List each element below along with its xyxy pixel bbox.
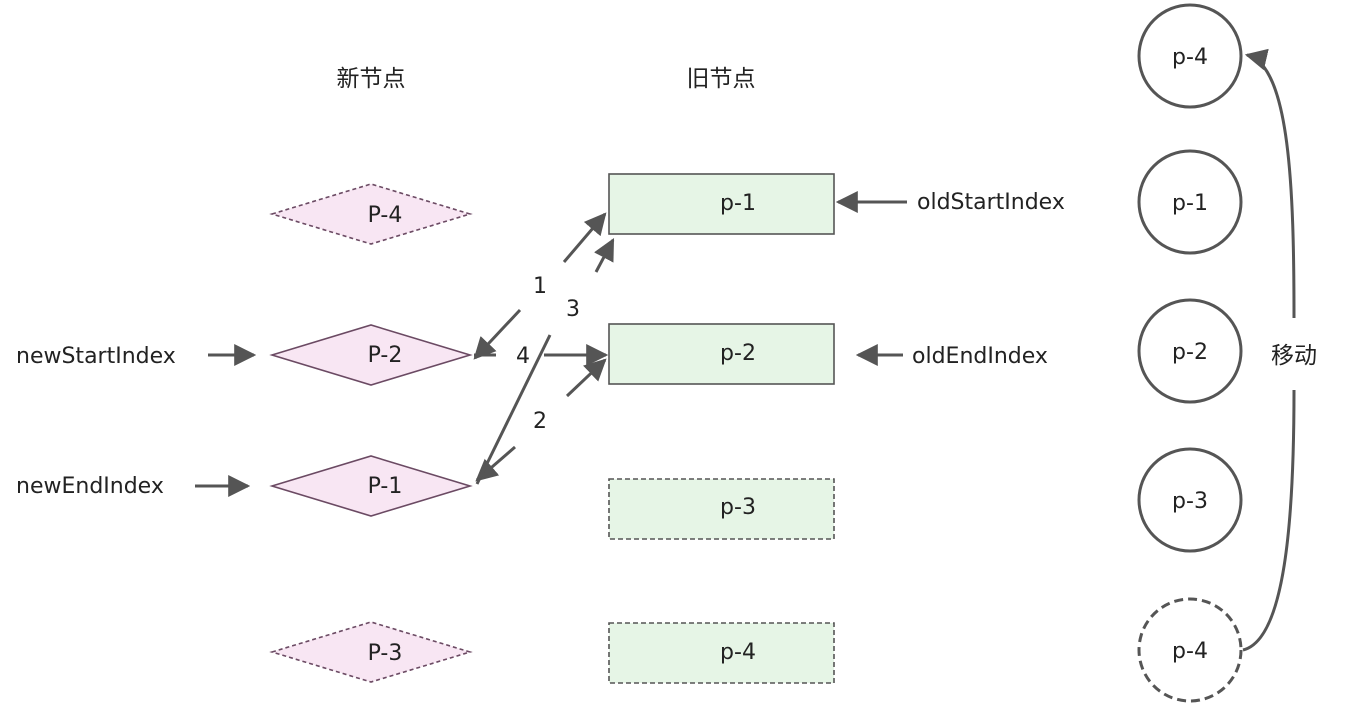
new-node-p4: P-4 bbox=[269, 183, 473, 245]
new-nodes-header: 新节点 bbox=[337, 66, 406, 92]
step-label-2: 2 bbox=[533, 409, 547, 434]
new-node-p1: P-1 bbox=[269, 455, 473, 517]
svg-text:p-1: p-1 bbox=[1172, 191, 1208, 216]
svg-text:p-2: p-2 bbox=[720, 341, 756, 366]
step-label-4: 4 bbox=[516, 344, 530, 369]
new-end-index-label: newEndIndex bbox=[16, 474, 164, 499]
old-node-p3: p-3 bbox=[608, 478, 835, 540]
old-node-p1: p-1 bbox=[608, 173, 835, 235]
result-node-p4-top: p-4 bbox=[1137, 3, 1243, 109]
comparison-arrow-3: 3 bbox=[475, 238, 615, 485]
svg-text:p-1: p-1 bbox=[720, 191, 756, 216]
new-node-p3: P-3 bbox=[269, 621, 473, 683]
step-label-1: 1 bbox=[533, 274, 547, 299]
comparison-arrow-1: 1 bbox=[473, 212, 607, 360]
svg-text:P-1: P-1 bbox=[368, 474, 403, 499]
svg-text:p-3: p-3 bbox=[720, 495, 756, 520]
old-nodes-header: 旧节点 bbox=[687, 66, 756, 92]
svg-text:P-3: P-3 bbox=[368, 641, 403, 666]
svg-text:p-3: p-3 bbox=[1172, 489, 1208, 514]
old-end-index-label: oldEndIndex bbox=[912, 344, 1048, 369]
step-label-3: 3 bbox=[566, 297, 580, 322]
move-arrow bbox=[1242, 48, 1296, 652]
svg-text:p-4: p-4 bbox=[1172, 45, 1208, 70]
new-node-p2: P-2 bbox=[269, 324, 473, 386]
move-label: 移动 bbox=[1271, 343, 1317, 369]
comparison-arrow-2: 2 bbox=[475, 358, 607, 482]
old-start-index-label: oldStartIndex bbox=[917, 190, 1065, 215]
result-node-p4-bottom: p-4 bbox=[1137, 597, 1243, 703]
result-node-p3: p-3 bbox=[1137, 447, 1243, 553]
svg-text:P-4: P-4 bbox=[368, 203, 403, 228]
old-node-p4: p-4 bbox=[608, 622, 835, 684]
result-node-p1: p-1 bbox=[1137, 149, 1243, 255]
svg-text:p-4: p-4 bbox=[1172, 639, 1208, 664]
svg-text:P-2: P-2 bbox=[368, 343, 403, 368]
old-node-p2: p-2 bbox=[608, 323, 835, 385]
svg-text:p-2: p-2 bbox=[1172, 340, 1208, 365]
new-start-index-label: newStartIndex bbox=[16, 344, 176, 369]
result-node-p2: p-2 bbox=[1137, 298, 1243, 404]
comparison-arrow-4: 4 bbox=[474, 344, 609, 369]
svg-text:p-4: p-4 bbox=[720, 640, 756, 665]
